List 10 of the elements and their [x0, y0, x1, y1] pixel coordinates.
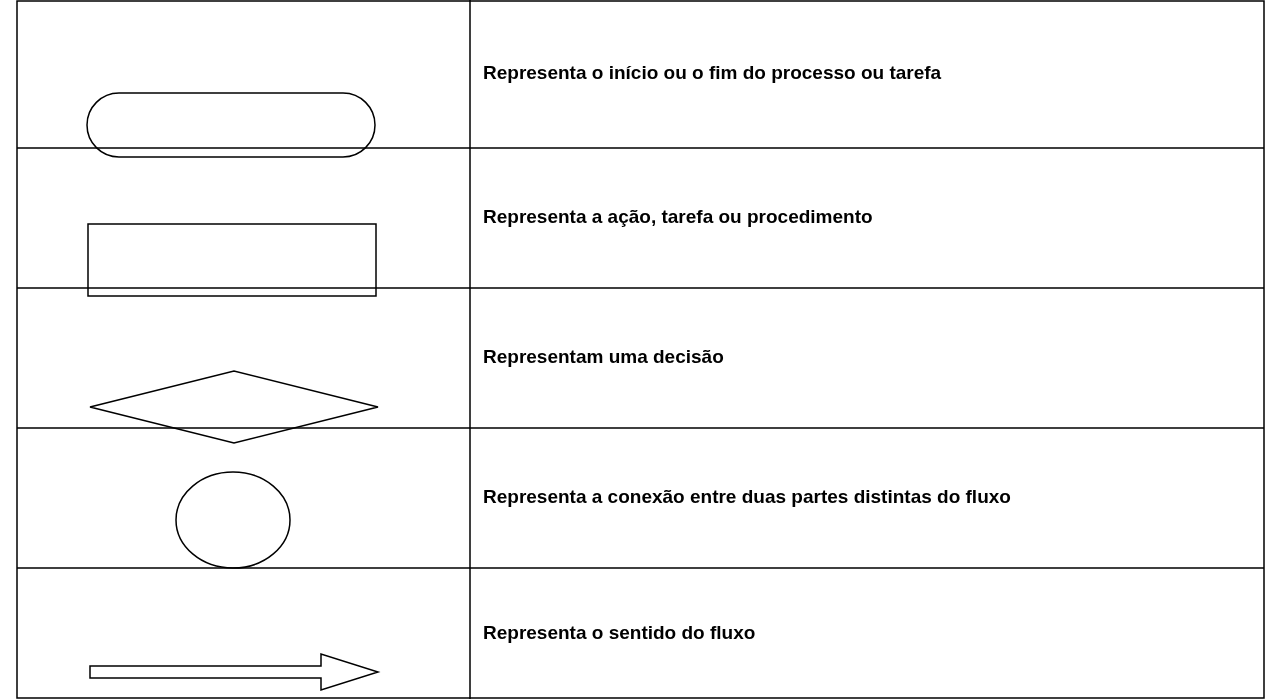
symbol-description: Representam uma decisão	[483, 346, 724, 368]
symbol-description: Representa a ação, tarefa ou procedimento	[483, 206, 873, 228]
flow-arrow-symbol	[89, 653, 379, 691]
symbol-description: Representa o início ou o fim do processo ou tarefa	[483, 62, 942, 84]
process-symbol	[87, 223, 377, 297]
terminal-symbol	[86, 92, 376, 158]
decision-symbol	[89, 370, 379, 444]
connector-symbol	[175, 471, 291, 569]
symbol-description: Representa o sentido do fluxo	[483, 621, 756, 644]
symbol-description: Representa a conexão entre duas partes distintas do fluxo	[483, 486, 1011, 508]
